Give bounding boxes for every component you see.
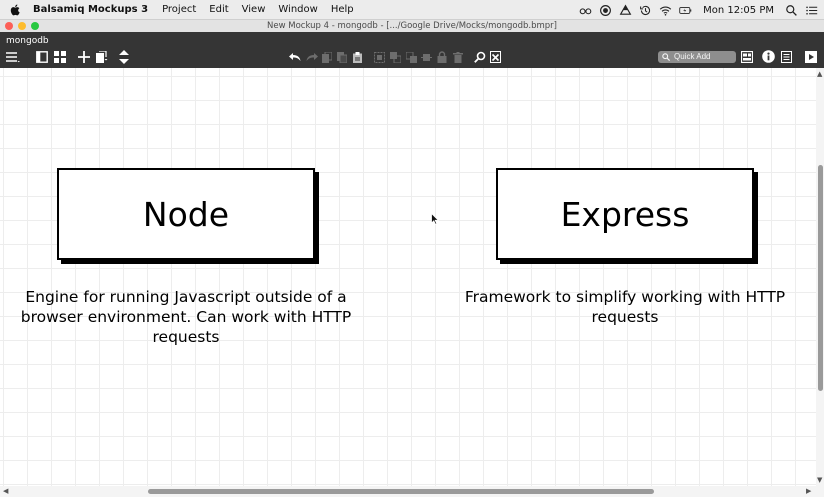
- menu-bar: Balsamiq Mockups 3 Project Edit View Win…: [0, 0, 824, 20]
- scroll-left-arrow-icon[interactable]: ◀: [3, 487, 9, 495]
- redo-icon[interactable]: [306, 52, 318, 62]
- image-asset-icon[interactable]: [490, 51, 501, 63]
- horizontal-scrollbar-thumb[interactable]: [148, 489, 654, 494]
- menu-window[interactable]: Window: [278, 4, 318, 15]
- node-box[interactable]: Node: [57, 168, 315, 260]
- mockup-canvas[interactable]: Node Engine for running Javascript outsi…: [0, 68, 816, 486]
- express-box[interactable]: Express: [496, 168, 754, 260]
- delete-icon[interactable]: [453, 52, 463, 63]
- info-icon[interactable]: [762, 50, 775, 63]
- node-description-line: browser environment. Can work with HTTP: [20, 308, 352, 326]
- quick-add-placeholder: Quick Add: [674, 52, 711, 61]
- notification-center-icon[interactable]: [805, 4, 818, 17]
- find-icon[interactable]: [474, 51, 486, 63]
- copy-icon[interactable]: [322, 52, 332, 63]
- bring-forward-icon[interactable]: [390, 52, 401, 63]
- express-description-line: requests: [591, 308, 659, 326]
- window-title: New Mockup 4 - mongodb - [.../Google Dri…: [267, 21, 557, 31]
- mouse-cursor-icon: [431, 213, 439, 225]
- menu-clock[interactable]: Mon 12:05 PM: [703, 4, 774, 16]
- close-window-button[interactable]: [5, 22, 13, 30]
- menu-help[interactable]: Help: [330, 4, 354, 15]
- paste-icon[interactable]: [337, 52, 347, 63]
- presentation-mode-icon[interactable]: [805, 51, 817, 63]
- time-machine-icon[interactable]: [639, 4, 652, 17]
- clipboard-icon[interactable]: [353, 52, 362, 63]
- group-icon[interactable]: [374, 52, 385, 63]
- send-backward-icon[interactable]: [406, 52, 417, 63]
- record-icon[interactable]: [599, 4, 612, 17]
- glasses-icon[interactable]: [579, 4, 592, 17]
- menu-project[interactable]: Project: [162, 4, 197, 15]
- align-icon[interactable]: [421, 52, 432, 63]
- zoom-window-button[interactable]: [31, 22, 39, 30]
- node-description[interactable]: Engine for running Javascript outside of…: [12, 287, 360, 347]
- scroll-right-arrow-icon[interactable]: ▶: [806, 487, 812, 495]
- express-description[interactable]: Framework to simplify working with HTTP …: [452, 287, 798, 327]
- window-title-bar: New Mockup 4 - mongodb - [.../Google Dri…: [0, 20, 824, 32]
- menu-view[interactable]: View: [241, 4, 266, 15]
- project-tab[interactable]: mongodb: [6, 36, 49, 46]
- google-drive-icon[interactable]: [619, 3, 632, 17]
- scroll-up-arrow-icon[interactable]: ▲: [817, 70, 823, 78]
- minimize-window-button[interactable]: [18, 22, 26, 30]
- spotlight-search-icon[interactable]: [785, 4, 798, 17]
- menu-edit[interactable]: Edit: [209, 4, 229, 15]
- quick-add-input[interactable]: Quick Add: [658, 51, 736, 63]
- hamburger-menu-icon[interactable]: [6, 51, 20, 63]
- scroll-down-arrow-icon[interactable]: ▼: [817, 476, 823, 484]
- node-description-line: requests: [152, 328, 220, 346]
- search-icon: [662, 53, 670, 61]
- lock-icon[interactable]: [437, 51, 447, 63]
- reorder-arrows-icon[interactable]: [118, 50, 130, 64]
- node-description-line: Engine for running Javascript outside of…: [25, 288, 347, 306]
- properties-panel-icon[interactable]: [781, 51, 792, 63]
- express-description-line: Framework to simplify working with HTTP: [464, 288, 786, 306]
- apple-icon[interactable]: [9, 4, 21, 16]
- toggle-navigator-icon[interactable]: [36, 51, 48, 63]
- add-icon[interactable]: [78, 51, 90, 63]
- node-box-label: Node: [142, 194, 230, 234]
- vertical-scrollbar-thumb[interactable]: [818, 165, 823, 391]
- grid-view-icon[interactable]: [54, 51, 66, 63]
- wifi-icon[interactable]: [659, 4, 672, 17]
- undo-icon[interactable]: [289, 52, 301, 62]
- ui-library-icon[interactable]: [741, 51, 753, 63]
- app-name-menu[interactable]: Balsamiq Mockups 3: [33, 4, 149, 15]
- battery-icon[interactable]: [679, 4, 692, 17]
- express-box-label: Express: [560, 194, 690, 234]
- duplicate-icon[interactable]: [96, 51, 109, 63]
